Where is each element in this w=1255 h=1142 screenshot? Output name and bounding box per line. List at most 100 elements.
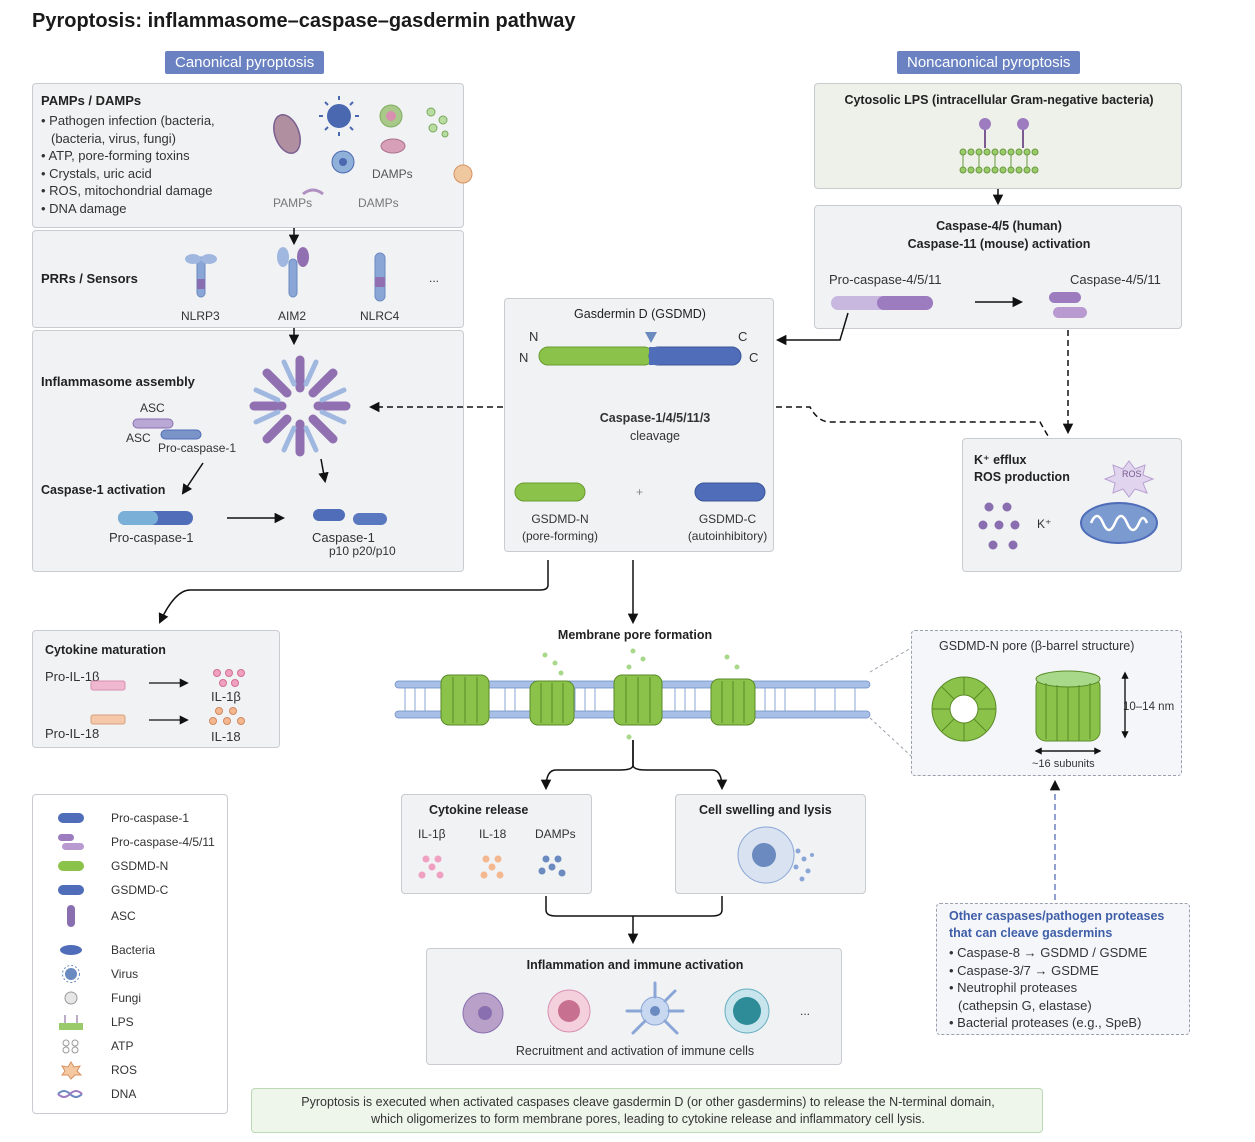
lps-icon <box>59 1015 83 1030</box>
procasp-label-ring: Pro-caspase-1 <box>158 441 237 455</box>
virus-icon <box>62 965 80 983</box>
gsdmd-c-swatch-icon <box>58 885 84 895</box>
il18-label: IL-18 <box>211 729 241 744</box>
casp45-box: Caspase-4/5 (human) Caspase-11 (mouse) a… <box>814 205 1182 329</box>
pamps-item: • ATP, pore-forming toxins <box>41 148 190 163</box>
legend-row: ROS <box>51 1059 137 1081</box>
other-title-2: that can cleave gasdermins <box>949 926 1113 940</box>
prrs-title: PRRs / Sensors <box>41 271 138 286</box>
legend-label: Bacteria <box>111 943 156 957</box>
casp45-title-1: Caspase-4/5 (human) <box>936 219 1062 233</box>
lysis-title: Cell swelling and lysis <box>699 803 832 817</box>
pore-height-label: 10–14 nm <box>1123 701 1175 713</box>
cytokine-release-box: Cytokine release IL-1β IL-18 DAMPs <box>401 794 592 894</box>
dendritic-cell-icon <box>625 981 685 1035</box>
gsdmd-n-swatch-icon <box>58 861 84 871</box>
damps-img-label: DAMPs <box>358 196 399 210</box>
other-item: • Caspase-3/7 → GSDME <box>949 962 1099 978</box>
pamps-box: PAMPs / DAMPs • Pathogen infection (bact… <box>32 83 473 228</box>
gsdmd-n-top: N <box>529 329 539 344</box>
immune-cells-graphic <box>462 981 770 1035</box>
lysis-graphic <box>737 826 814 884</box>
ros-label: ROS <box>1122 469 1142 479</box>
legend-row: DNA <box>51 1083 136 1105</box>
procasp1-label: Pro-caspase-1 <box>109 530 194 545</box>
procasp45-swatch-icon <box>58 834 84 850</box>
pathogen-illustration <box>273 96 473 196</box>
kefflux-graphic <box>978 460 1158 550</box>
bacteria-icon <box>60 945 82 955</box>
kefflux-box: K⁺ efflux ROS production ROS K⁺ <box>962 438 1182 572</box>
summary-line-1: Pyroptosis is executed when activated ca… <box>301 1095 995 1109</box>
asc-swatch-icon <box>67 905 75 927</box>
gsdmd-n-label-2: (pore-forming) <box>521 529 599 543</box>
inflammasome-box: Inflammasome assembly <box>32 330 464 572</box>
lysis-box: Cell swelling and lysis <box>675 794 866 894</box>
pro-il18-label: Pro-IL-18 <box>45 726 100 741</box>
gsdmd-c-top: C <box>738 329 748 344</box>
release-il18: IL-18 <box>479 827 507 841</box>
legend-row: Fungi <box>51 987 141 1009</box>
fungi-icon <box>64 991 78 1005</box>
dna-icon <box>57 1090 83 1098</box>
casp1-sub-label: p10 p20/p10 <box>329 544 396 558</box>
cytokine-maturation-box: Cytokine maturation Pro-IL-1β Pro-IL-18 … <box>32 630 280 748</box>
gsdmd-n-left: N <box>519 350 529 365</box>
legend-row: Pro-caspase-4/5/11 <box>51 831 215 853</box>
legend-row: Bacteria <box>51 939 155 961</box>
pore-box: GSDMD-N pore (β-barrel structure) 10–14 … <box>911 630 1182 776</box>
lymphocyte-icon <box>724 988 770 1034</box>
release-damps: DAMPs <box>535 827 576 841</box>
lps-title: Cytosolic LPS (intracellular Gram-negati… <box>844 93 1154 107</box>
other-title-1: Other caspases/pathogen proteases <box>949 909 1165 923</box>
sensor-aim2: AIM2 <box>278 309 307 323</box>
gsdmd-c-label-1: GSDMD-C <box>698 512 757 526</box>
pore-title: GSDMD-N pore (β-barrel structure) <box>939 639 1135 653</box>
casp45-active-label: Caspase-4/5/11 <box>1070 272 1161 287</box>
other-item: (cathepsin G, elastase) <box>958 997 1092 1013</box>
gsdmd-title: Gasdermin D (GSDMD) <box>574 307 706 321</box>
asc-pill <box>132 418 174 429</box>
inflammation-box: Inflammation and immune activation Recru… <box>426 948 842 1065</box>
inflammation-subtitle: Recruitment and activation of immune cel… <box>515 1044 755 1058</box>
gsdmd-c-label-2: (autoinhibitory) <box>687 529 768 543</box>
casp45-graphics <box>831 292 1087 318</box>
page-title: Pyroptosis: inflammasome–caspase–gasderm… <box>32 10 576 32</box>
pamps-item: • DNA damage <box>41 200 127 216</box>
pamps-img-label: PAMPs <box>273 196 313 210</box>
gsdmd-c-right: C <box>749 350 759 365</box>
pamps-item: (bacteria, virus, fungi) <box>51 130 176 146</box>
legend-label: Virus <box>111 967 139 981</box>
sensor-more: ... <box>429 271 440 285</box>
inflammation-title: Inflammation and immune activation <box>526 958 744 972</box>
pore-graphic <box>931 670 1129 755</box>
legend-label: LPS <box>111 1015 134 1029</box>
legend-label: ROS <box>111 1063 138 1077</box>
pamps-item: • Crystals, uric acid <box>41 165 152 181</box>
gsdmd-box: Gasdermin D (GSDMD) N N C C Caspase-1/4/… <box>504 298 774 552</box>
inflammasome-title: Inflammasome assembly <box>41 374 195 389</box>
aim2-icon <box>277 247 309 298</box>
legend-label: Fungi <box>111 991 142 1005</box>
cytokine-release-graphic <box>418 855 566 879</box>
asc-label-1: ASC <box>140 401 165 415</box>
pamps-title: PAMPs / DAMPs <box>41 93 142 108</box>
atp-icon <box>62 1039 79 1054</box>
nlrp3-icon <box>185 254 217 298</box>
legend-row: Virus <box>51 963 138 985</box>
damps-label: DAMPs <box>372 167 413 181</box>
legend-row: LPS <box>51 1011 134 1033</box>
legend-label: ATP <box>111 1039 134 1053</box>
other-item: • Caspase-8 → GSDMD / GSDME <box>949 945 1148 960</box>
gsdmd-n-label-1: GSDMD-N <box>531 512 589 526</box>
procasp45-label: Pro-caspase-4/5/11 <box>829 272 942 287</box>
cytokine-maturation-graphic <box>90 669 245 725</box>
pro-il1b-label: Pro-IL-1β <box>45 669 100 684</box>
kefflux-title-1: K⁺ efflux <box>974 453 1027 467</box>
inflammation-more: ... <box>800 1004 811 1018</box>
cytokine-maturation-title: Cytokine maturation <box>45 643 166 657</box>
other-list: • Caspase-8 → GSDMD / GSDME • Caspase-3/… <box>949 944 1147 1032</box>
legend-label: GSDMD-N <box>111 859 169 873</box>
legend-row: Pro-caspase-1 <box>51 807 189 829</box>
gsdmd-cleavage-1: Caspase-1/4/5/11/3 <box>599 411 711 425</box>
